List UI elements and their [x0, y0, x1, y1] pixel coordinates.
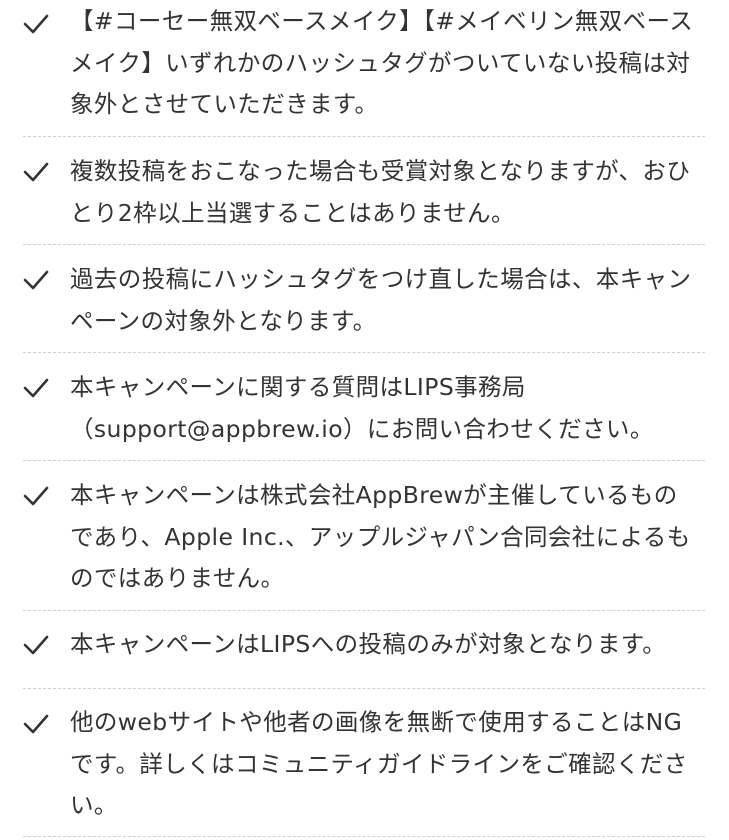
check-icon — [22, 712, 50, 736]
check-icon — [22, 376, 50, 400]
check-icon — [22, 160, 50, 184]
check-icon — [22, 484, 50, 508]
divider — [23, 688, 705, 689]
note-text: 本キャンペーンに関する質問はLIPS事務局 （support@appbrew.i… — [70, 373, 654, 443]
divider — [23, 836, 705, 837]
divider — [23, 460, 705, 461]
note-text: 本キャンペーンは株式会社AppBrewが主催しているもの であり、Apple I… — [70, 481, 691, 592]
note-text: 【#コーセー無双ベースメイク】【#メイベリン無双ベース メイク】いずれかのハッシ… — [70, 7, 694, 118]
check-icon — [22, 633, 50, 657]
check-icon — [22, 12, 50, 36]
note-text: 他のwebサイトや他者の画像を無断で使用することはNG です。詳しくはコミュニテ… — [70, 708, 688, 819]
note-text: 複数投稿をおこなった場合も受賞対象となりますが、おひ とり2枠以上当選することは… — [70, 157, 691, 227]
divider — [23, 244, 705, 245]
check-icon — [22, 268, 50, 292]
note-text: 本キャンペーンはLIPSへの投稿のみが対象となります。 — [70, 630, 667, 658]
divider — [23, 610, 705, 611]
divider — [23, 136, 705, 137]
note-text: 過去の投稿にハッシュタグをつけ直した場合は、本キャン ペーンの対象外となります。 — [70, 265, 692, 335]
divider — [23, 352, 705, 353]
